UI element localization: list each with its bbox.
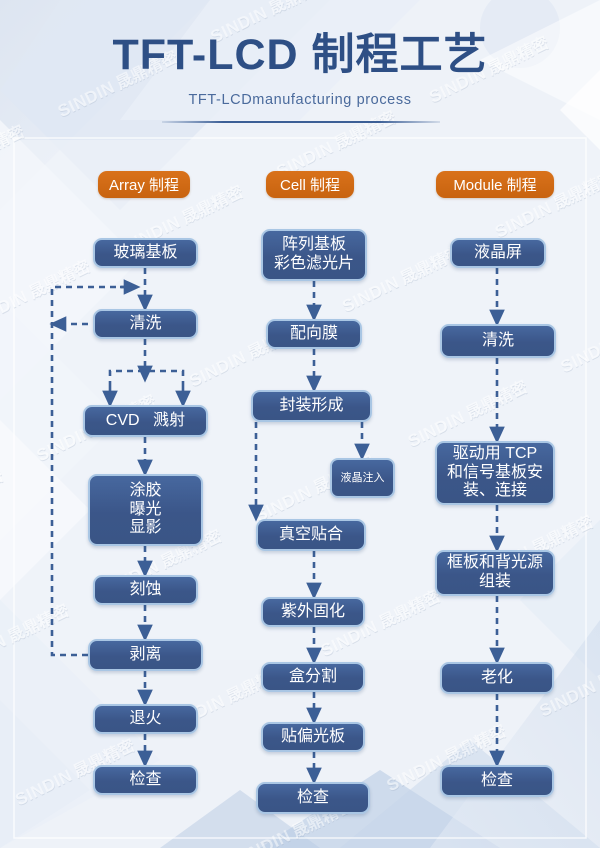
page-subtitle: TFT-LCDmanufacturing process (188, 92, 412, 108)
node-label: 显影 (129, 519, 162, 537)
node-label: 液晶屏 (473, 243, 522, 261)
node-label: 装、连接 (462, 482, 527, 500)
node-cell-sealing[interactable]: 封装形成 (251, 390, 372, 422)
node-module-cleaning[interactable]: 清洗 (440, 324, 556, 358)
node-label: 检查 (296, 788, 329, 806)
node-label: 封装形成 (279, 396, 344, 414)
node-array-cleaning[interactable]: 清洗 (93, 309, 198, 339)
phase-chip-array[interactable]: Array 制程 (98, 171, 190, 198)
node-label: 盒分割 (288, 667, 337, 685)
node-module-lcd-panel[interactable]: 液晶屏 (450, 238, 546, 268)
node-cell-lc-injection[interactable]: 液晶注入 (330, 458, 395, 498)
node-array-inspection[interactable]: 检查 (93, 765, 198, 795)
node-label: 贴偏光板 (280, 727, 345, 745)
node-label: 老化 (480, 668, 513, 686)
node-array-annealing[interactable]: 退火 (93, 704, 198, 734)
page-title: TFT-LCD 制程工艺 (112, 31, 488, 79)
node-label: 框板和背光源 (446, 554, 543, 572)
node-label: 检查 (480, 771, 513, 789)
node-label: 玻璃基板 (113, 243, 178, 261)
node-cell-alignment-film[interactable]: 配向膜 (266, 319, 362, 349)
node-label-cvd: CVD (105, 411, 140, 429)
node-label: 刻蚀 (129, 580, 162, 598)
node-label: 和信号基板安 (446, 463, 543, 481)
node-label: 紫外固化 (280, 602, 345, 620)
node-array-etching[interactable]: 刻蚀 (93, 575, 198, 605)
node-label: 驱动用 TCP (452, 444, 538, 462)
node-array-photolithography[interactable]: 涂胶 曝光 显影 (88, 474, 203, 546)
node-cell-polarizer-attach[interactable]: 贴偏光板 (261, 722, 365, 752)
node-label: 配向膜 (289, 324, 338, 342)
node-cell-cell-cutting[interactable]: 盒分割 (261, 662, 365, 692)
node-label: 液晶注入 (340, 471, 385, 484)
node-label: 彩色滤光片 (273, 255, 354, 272)
phase-chip-module[interactable]: Module 制程 (436, 171, 554, 198)
node-label: 清洗 (129, 314, 162, 332)
node-cell-uv-curing[interactable]: 紫外固化 (261, 597, 365, 627)
node-module-inspection[interactable]: 检查 (440, 765, 554, 797)
node-label: 组装 (478, 573, 511, 590)
title-divider (162, 121, 440, 123)
node-module-aging[interactable]: 老化 (440, 662, 554, 694)
node-label: 退火 (129, 709, 162, 727)
poster-header: TFT-LCD 制程工艺 TFT-LCDmanufacturing proces… (0, 0, 600, 150)
phase-chip-cell[interactable]: Cell 制程 (266, 171, 354, 198)
node-label: 剥离 (129, 645, 162, 663)
node-label: 涂胶 (129, 481, 162, 499)
node-label: 真空贴合 (278, 525, 343, 543)
node-module-frame-backlight-assembly[interactable]: 框板和背光源 组装 (435, 550, 555, 596)
node-cell-inspection[interactable]: 检查 (256, 782, 370, 814)
node-label: 阵列基板 (281, 236, 346, 254)
node-label: 清洗 (481, 331, 514, 349)
node-array-glass-substrate[interactable]: 玻璃基板 (93, 238, 198, 268)
node-array-stripping[interactable]: 剥离 (88, 639, 203, 671)
node-cell-array-substrate-color-filter[interactable]: 阵列基板 彩色滤光片 (261, 229, 367, 281)
node-module-tcp-mounting[interactable]: 驱动用 TCP 和信号基板安 装、连接 (435, 441, 555, 505)
node-array-cvd-sputter[interactable]: CVD 溅射 (83, 405, 208, 437)
node-label: 曝光 (129, 500, 162, 518)
feedback-loop-path (50, 285, 185, 657)
node-cell-vacuum-bonding[interactable]: 真空贴合 (256, 519, 366, 551)
node-label: 检查 (129, 770, 162, 788)
node-label-sputter: 溅射 (153, 411, 186, 429)
